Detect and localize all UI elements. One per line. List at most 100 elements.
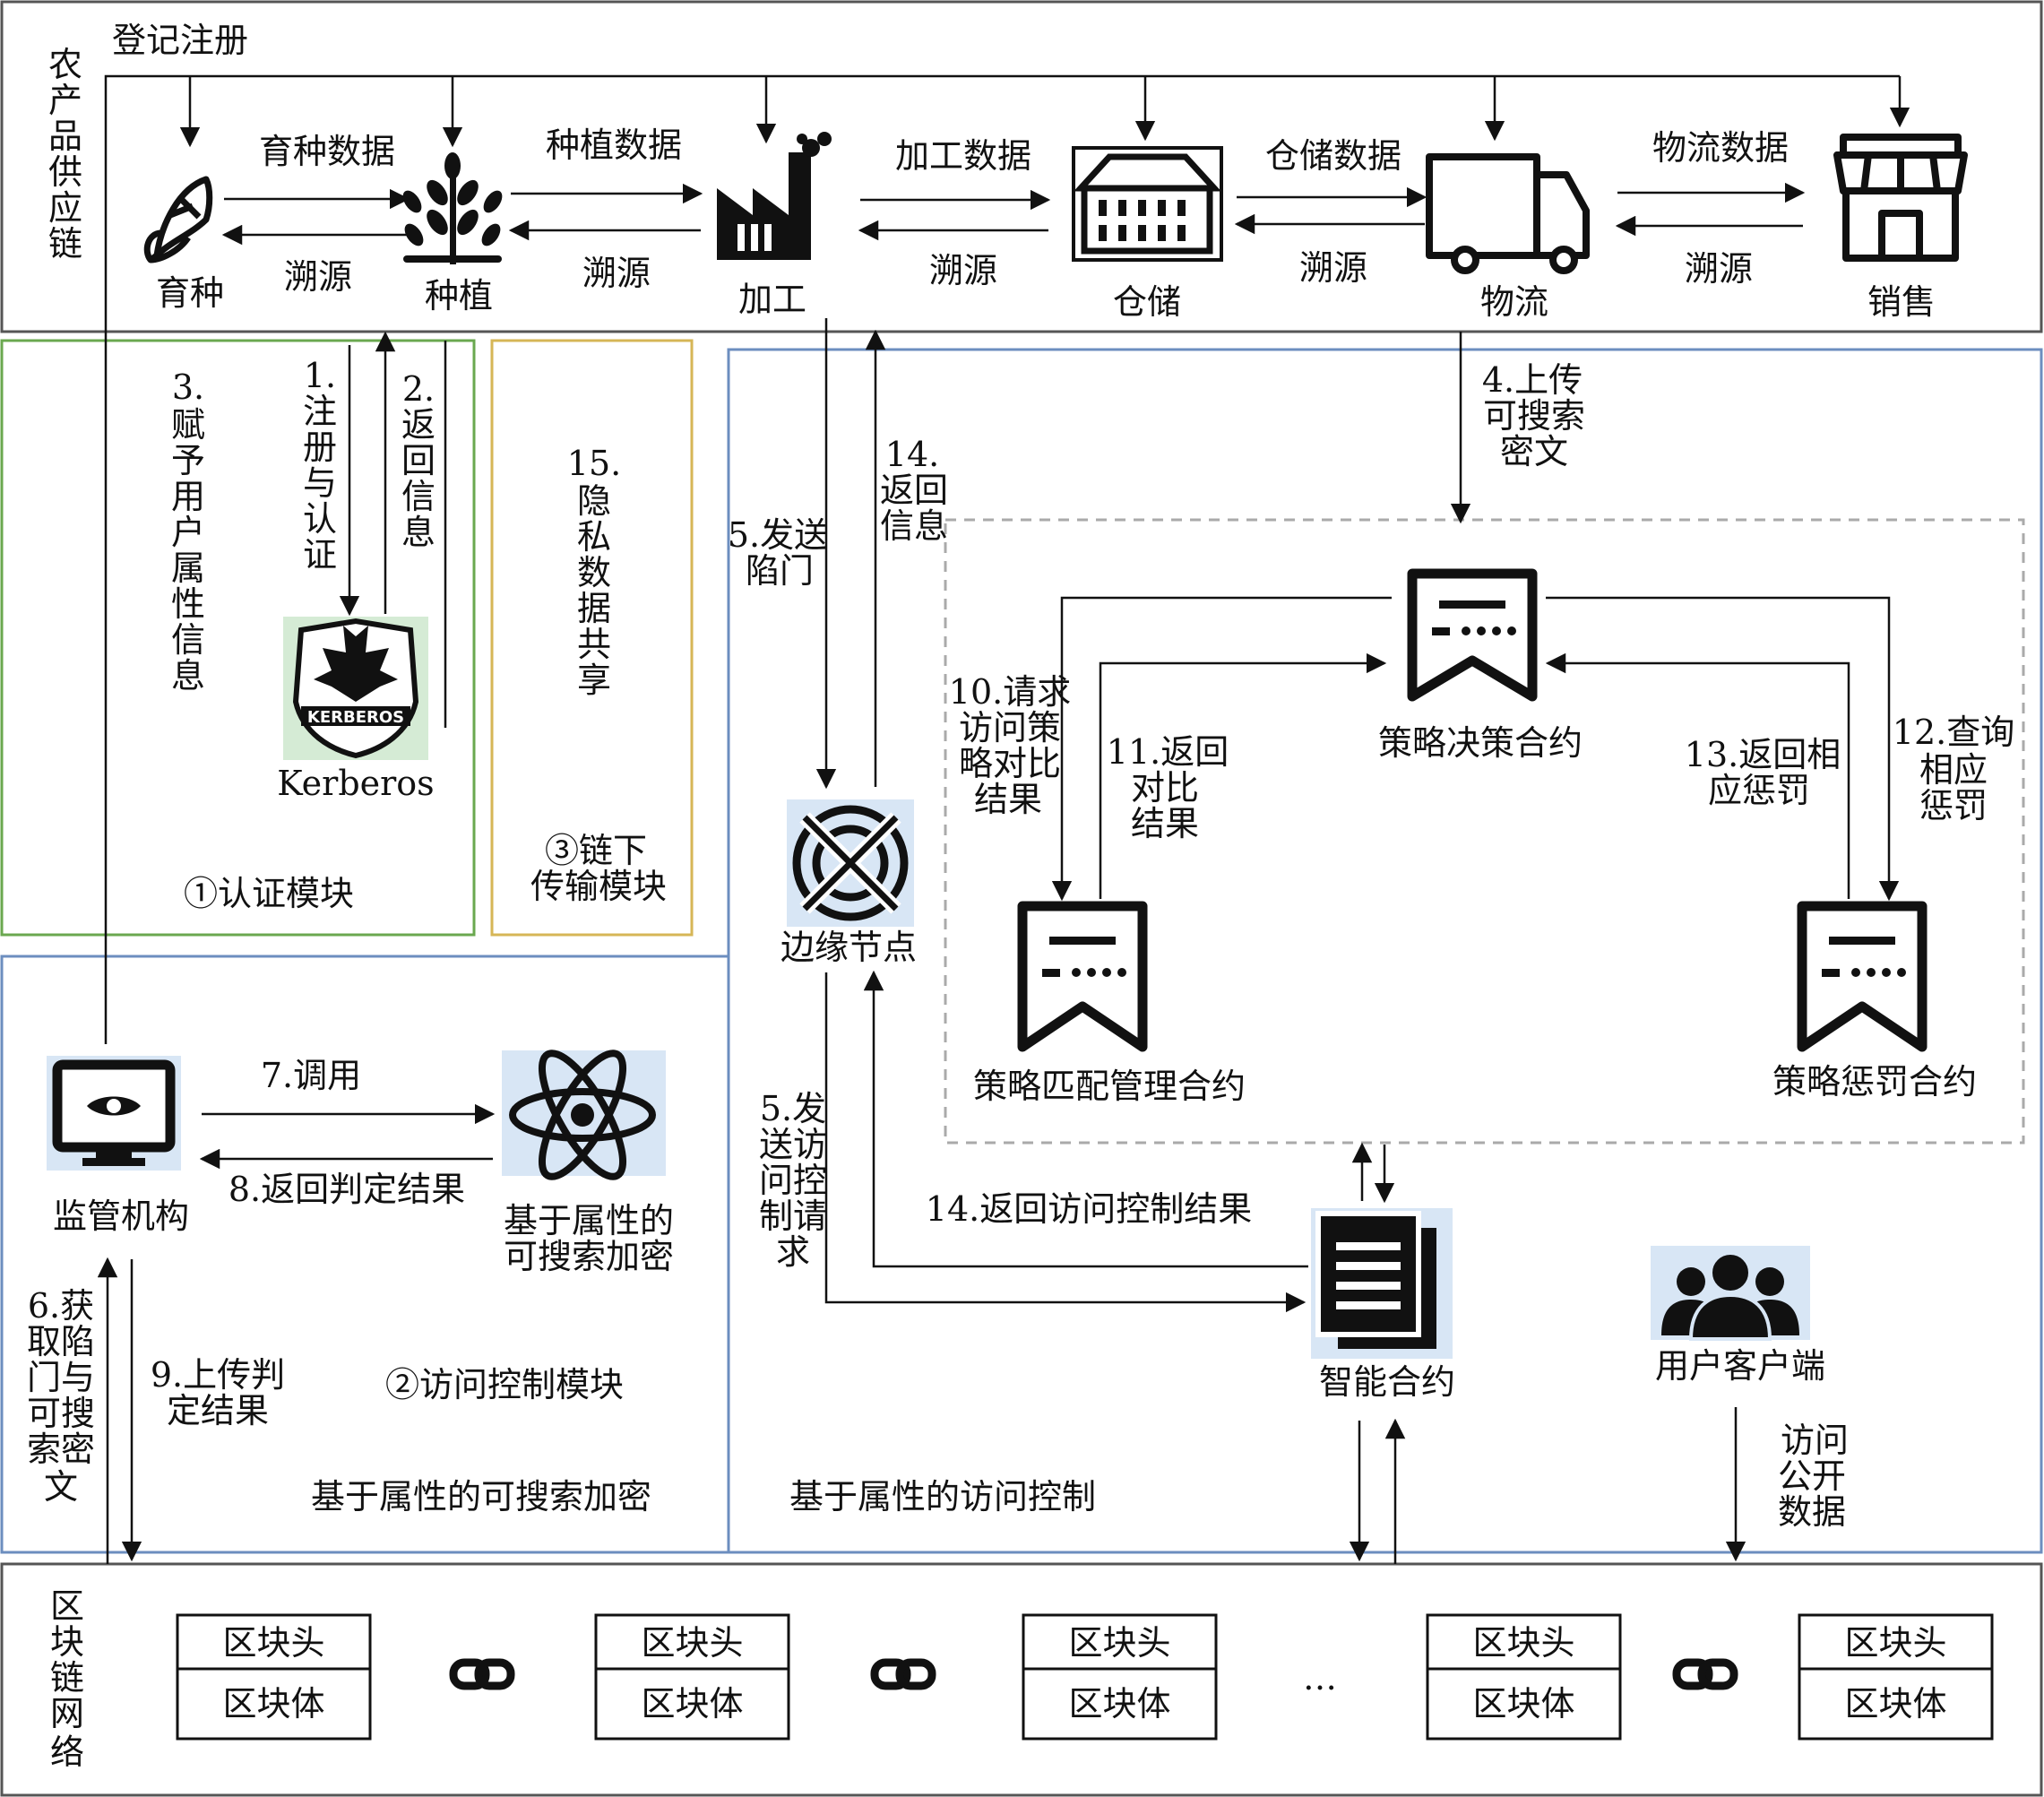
supply-chain-label-6: 链 [48, 224, 82, 264]
auth-module-frame [0, 339, 476, 937]
trace-label-2: 溯源 [582, 254, 651, 293]
svg-text:数据: 数据 [1778, 1492, 1846, 1532]
kerberos-label: Kerberos [277, 764, 434, 803]
step11-arrow [1099, 652, 1387, 899]
policy-match-contract-icon [1017, 901, 1148, 1052]
svg-text:网: 网 [50, 1694, 84, 1733]
supply-chain-label-1: 农 [48, 45, 82, 84]
svg-text:取陷: 取陷 [27, 1322, 95, 1361]
access-control-module-title: ②访问控制模块 [385, 1365, 624, 1404]
step12-arrow [1546, 596, 1900, 902]
svg-text:索密: 索密 [27, 1430, 95, 1469]
svg-text:求: 求 [776, 1232, 810, 1272]
kerberos-logo: KERBEROS [283, 617, 428, 760]
stage-breeding: 育种 [156, 273, 224, 313]
svg-text:15.: 15. [567, 444, 621, 483]
register-label: 登记注册 [112, 21, 248, 60]
policy-match-contract-label: 策略匹配管理合约 [973, 1067, 1246, 1106]
block-body-label: 区块体 [1472, 1684, 1574, 1724]
access-public-data-label: 访问 公开 数据 [1778, 1421, 1849, 1532]
access-control-frame [727, 348, 2043, 1554]
offchain-module-title-1: ③链下 [545, 831, 647, 870]
flow-storage-data: 仓储数据 [1265, 136, 1401, 176]
supply-chain-frame [0, 0, 2043, 333]
block-box [176, 1613, 372, 1741]
svg-text:共: 共 [577, 625, 611, 664]
auth-module-title: ①认证模块 [184, 874, 354, 913]
block-header-label: 区块头 [641, 1623, 743, 1663]
edge-node-label: 边缘节点 [781, 928, 917, 967]
offchain-module-frame [490, 339, 694, 937]
svg-text:6.获: 6.获 [28, 1286, 94, 1326]
svg-text:制请: 制请 [759, 1197, 827, 1236]
svg-text:定结果: 定结果 [167, 1391, 269, 1430]
step3-assign-attributes: 3. 赋 予 用 户 属 性 信 息 [171, 367, 205, 695]
block-box [1798, 1613, 1994, 1741]
svg-text:14.: 14. [885, 435, 939, 474]
svg-text:可搜: 可搜 [27, 1394, 95, 1433]
trace-label-4: 溯源 [1299, 248, 1367, 288]
svg-text:送访: 送访 [759, 1125, 827, 1164]
svg-text:门与: 门与 [27, 1358, 95, 1397]
svg-text:信: 信 [171, 620, 205, 660]
searchable-enc-frame [0, 955, 730, 1554]
svg-text:返: 返 [401, 405, 436, 445]
block-header-label: 区块头 [1844, 1623, 1946, 1663]
step1-register-auth: 1. 注 册 与 认 证 [303, 356, 337, 575]
svg-text:息: 息 [401, 513, 436, 552]
svg-text:5.发: 5.发 [760, 1089, 826, 1128]
policy-decision-contract-icon [1407, 568, 1538, 702]
block-box [594, 1613, 790, 1741]
svg-text:相应: 相应 [1919, 750, 1988, 790]
svg-text:9.上传判: 9.上传判 [151, 1355, 285, 1395]
svg-text:块: 块 [50, 1622, 84, 1662]
svg-text:注: 注 [303, 392, 337, 431]
svg-text:证: 证 [303, 535, 337, 575]
regulator-label: 监管机构 [53, 1197, 189, 1236]
step11-label: 11.返回 对比 结果 [1107, 732, 1229, 843]
stage-logistics: 物流 [1480, 282, 1548, 322]
step9-label: 9.上传判 定结果 [151, 1355, 285, 1430]
step12-label: 12.查询 相应 惩罚 [1893, 713, 2014, 825]
flow-planting-data: 种植数据 [546, 125, 682, 165]
user-client-icon [1651, 1246, 1810, 1341]
step14-return-info-label: 14. 返回 信息 [880, 435, 948, 546]
stage-planting: 种植 [425, 276, 493, 315]
regulator-icon [47, 1056, 181, 1171]
svg-text:可搜索: 可搜索 [1483, 396, 1585, 436]
svg-text:私: 私 [577, 517, 611, 557]
chain-link-icon [449, 1658, 515, 1690]
svg-text:数: 数 [577, 553, 611, 592]
svg-text:返回: 返回 [880, 471, 948, 510]
block-header-label: 区块头 [1068, 1623, 1170, 1663]
supply-chain-label-2: 产 [48, 81, 82, 120]
step15-private-data-sharing: 15. 隐 私 数 据 共 享 [567, 444, 621, 700]
flow-processing-data: 加工数据 [895, 136, 1031, 176]
step5-send-trapdoor-label: 5.发送 陷门 [728, 515, 828, 591]
trace-label-3: 溯源 [929, 251, 997, 290]
stage-sales: 销售 [1867, 282, 1936, 322]
step14-return-result-arrow [863, 970, 1308, 1268]
step14-return-result-label: 14.返回访问控制结果 [926, 1189, 1252, 1229]
blockchain-side-label: 区 块 链 网 络 [50, 1586, 84, 1772]
svg-text:惩罚: 惩罚 [1919, 786, 1988, 825]
svg-text:11.返回: 11.返回 [1107, 732, 1229, 772]
svg-text:密文: 密文 [1500, 432, 1568, 471]
svg-text:2.: 2. [402, 369, 435, 409]
svg-text:息: 息 [171, 656, 205, 695]
trace-label-5: 溯源 [1685, 249, 1753, 289]
smart-contract-label: 智能合约 [1319, 1362, 1455, 1402]
smart-contract-icon [1311, 1208, 1453, 1359]
svg-text:KERBEROS: KERBEROS [307, 708, 404, 727]
step5-send-access-request-label: 5.发 送访 问控 制请 求 [759, 1089, 827, 1272]
svg-text:性: 性 [171, 584, 205, 624]
block-body-label: 区块体 [1068, 1684, 1170, 1724]
svg-text:信息: 信息 [880, 506, 948, 546]
svg-text:结果: 结果 [1131, 804, 1199, 843]
blocks-row: 区块头区块体区块头区块体区块头区块体区块头区块体区块头区块体… [176, 1613, 1994, 1741]
contracts-dashed-frame [944, 518, 2025, 1145]
supply-chain-label-4: 供 [48, 152, 82, 192]
